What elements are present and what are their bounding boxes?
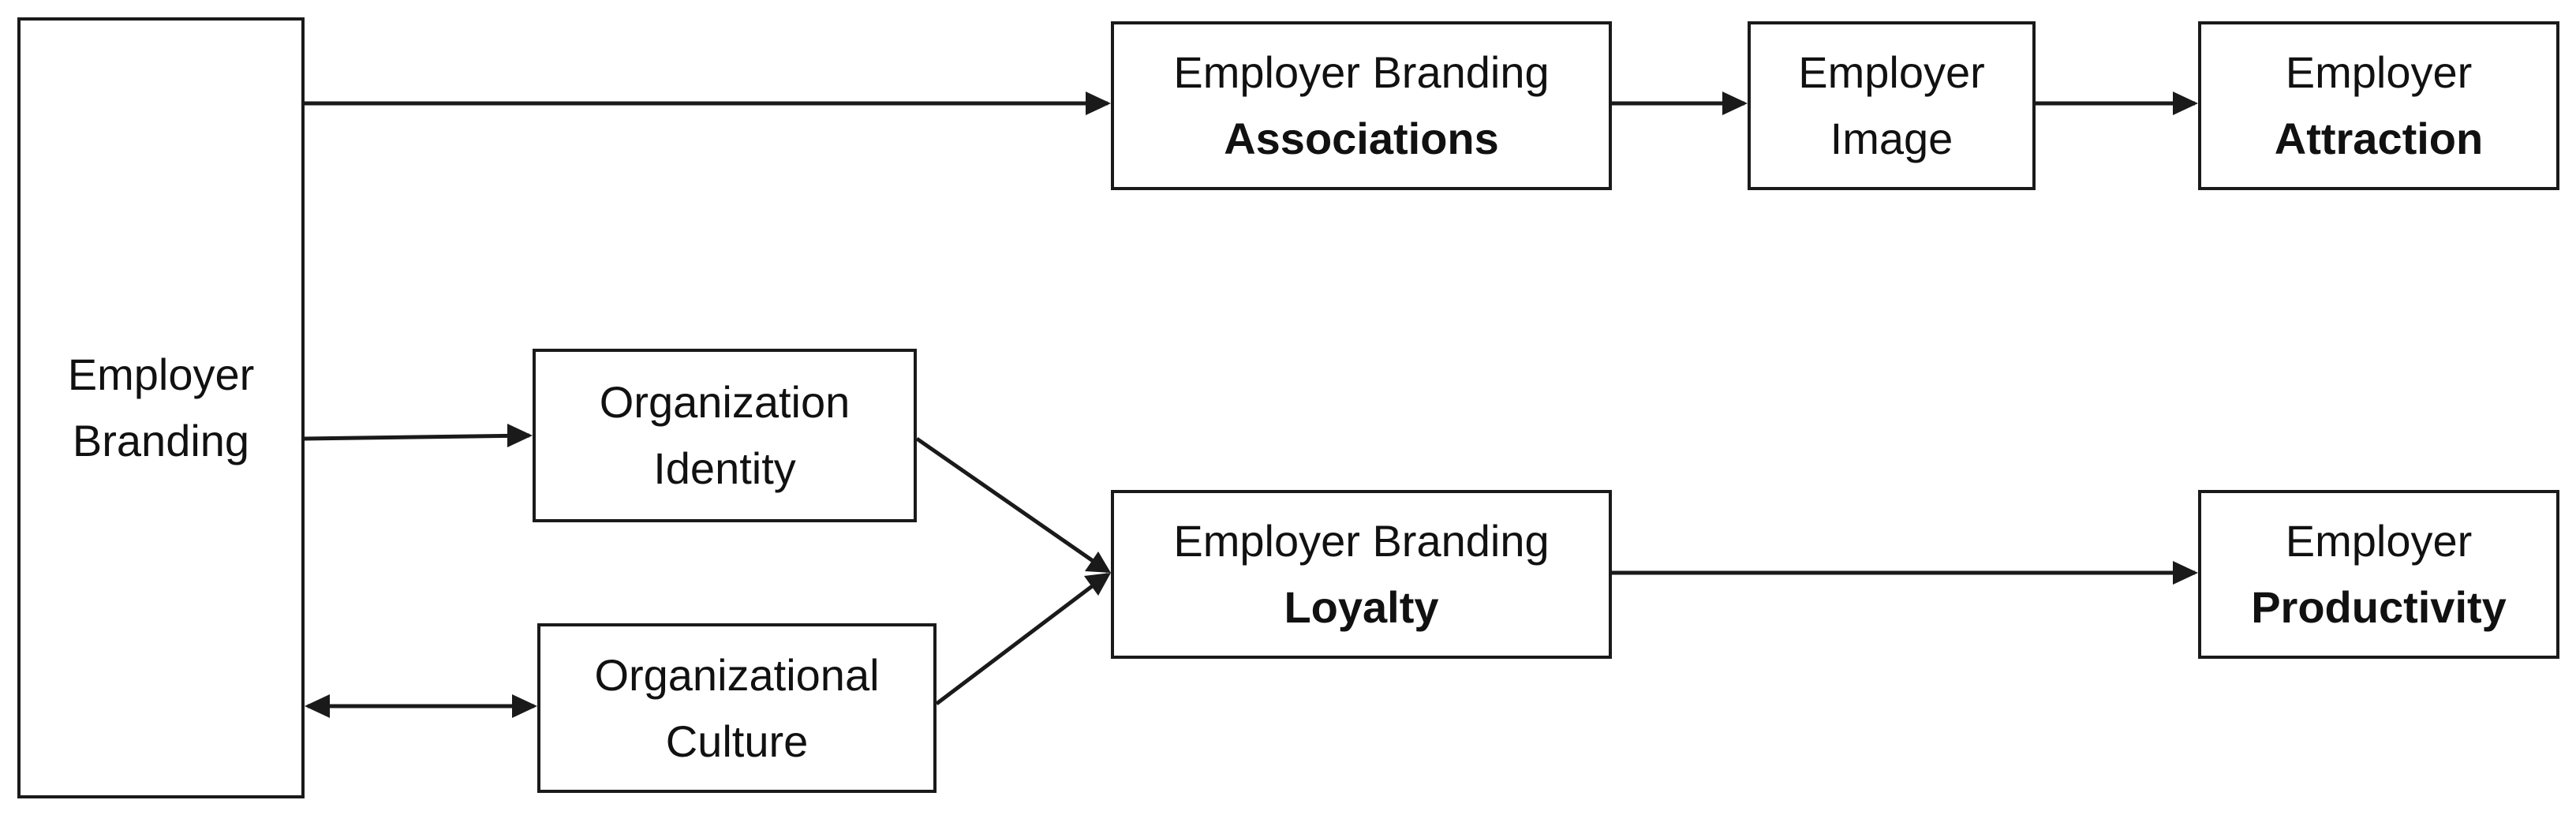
arrowhead-culture: [512, 694, 537, 718]
node-label-line2: Culture: [665, 716, 809, 766]
node-employer-branding-loyalty: Employer Branding Loyalty: [1111, 490, 1612, 659]
arrowhead-loyalty-from-culture: [1084, 573, 1111, 596]
node-label-line1: Employer: [1798, 47, 1985, 97]
node-employer-branding: Employer Branding: [17, 17, 305, 798]
arrow-identity-to-loyalty: [915, 436, 1109, 574]
arrowhead-loyalty-from-identity: [1085, 551, 1111, 573]
arrowhead-branding-back: [305, 694, 330, 718]
node-label-line2: Productivity: [2251, 582, 2507, 632]
node-label-line2: Branding: [72, 416, 250, 465]
node-organizational-culture: Organizational Culture: [537, 623, 937, 793]
node-employer-attraction: Employer Attraction: [2198, 21, 2559, 190]
node-label-line1: Employer: [2285, 47, 2473, 97]
node-label-line2: Image: [1830, 114, 1953, 163]
node-label-line1: Employer: [67, 350, 255, 399]
arrowhead-identity: [507, 424, 533, 447]
node-label-line1: Organization: [599, 377, 851, 427]
node-label-line2: Identity: [653, 443, 796, 493]
node-organization-identity: Organization Identity: [533, 349, 917, 522]
node-employer-branding-associations: Employer Branding Associations: [1111, 21, 1612, 190]
arrowhead-productivity: [2173, 561, 2198, 585]
node-label-line2: Associations: [1224, 114, 1499, 163]
node-label-line1: Employer: [2285, 516, 2473, 566]
node-label-line2: Attraction: [2274, 114, 2484, 163]
arrowhead-image: [1722, 92, 1748, 115]
arrowhead-attraction: [2173, 92, 2198, 115]
node-label-line1: Employer Branding: [1173, 47, 1550, 97]
node-label-line1: Organizational: [594, 649, 880, 700]
arrowhead-associations: [1086, 92, 1111, 115]
node-employer-image: Employer Image: [1748, 21, 2036, 190]
node-label-line1: Employer Branding: [1173, 516, 1550, 566]
node-employer-productivity: Employer Productivity: [2198, 490, 2559, 659]
node-label-line2: Loyalty: [1284, 582, 1439, 632]
arrow-culture-to-loyalty: [935, 573, 1109, 705]
arrow-branding-to-identity: [304, 433, 530, 441]
